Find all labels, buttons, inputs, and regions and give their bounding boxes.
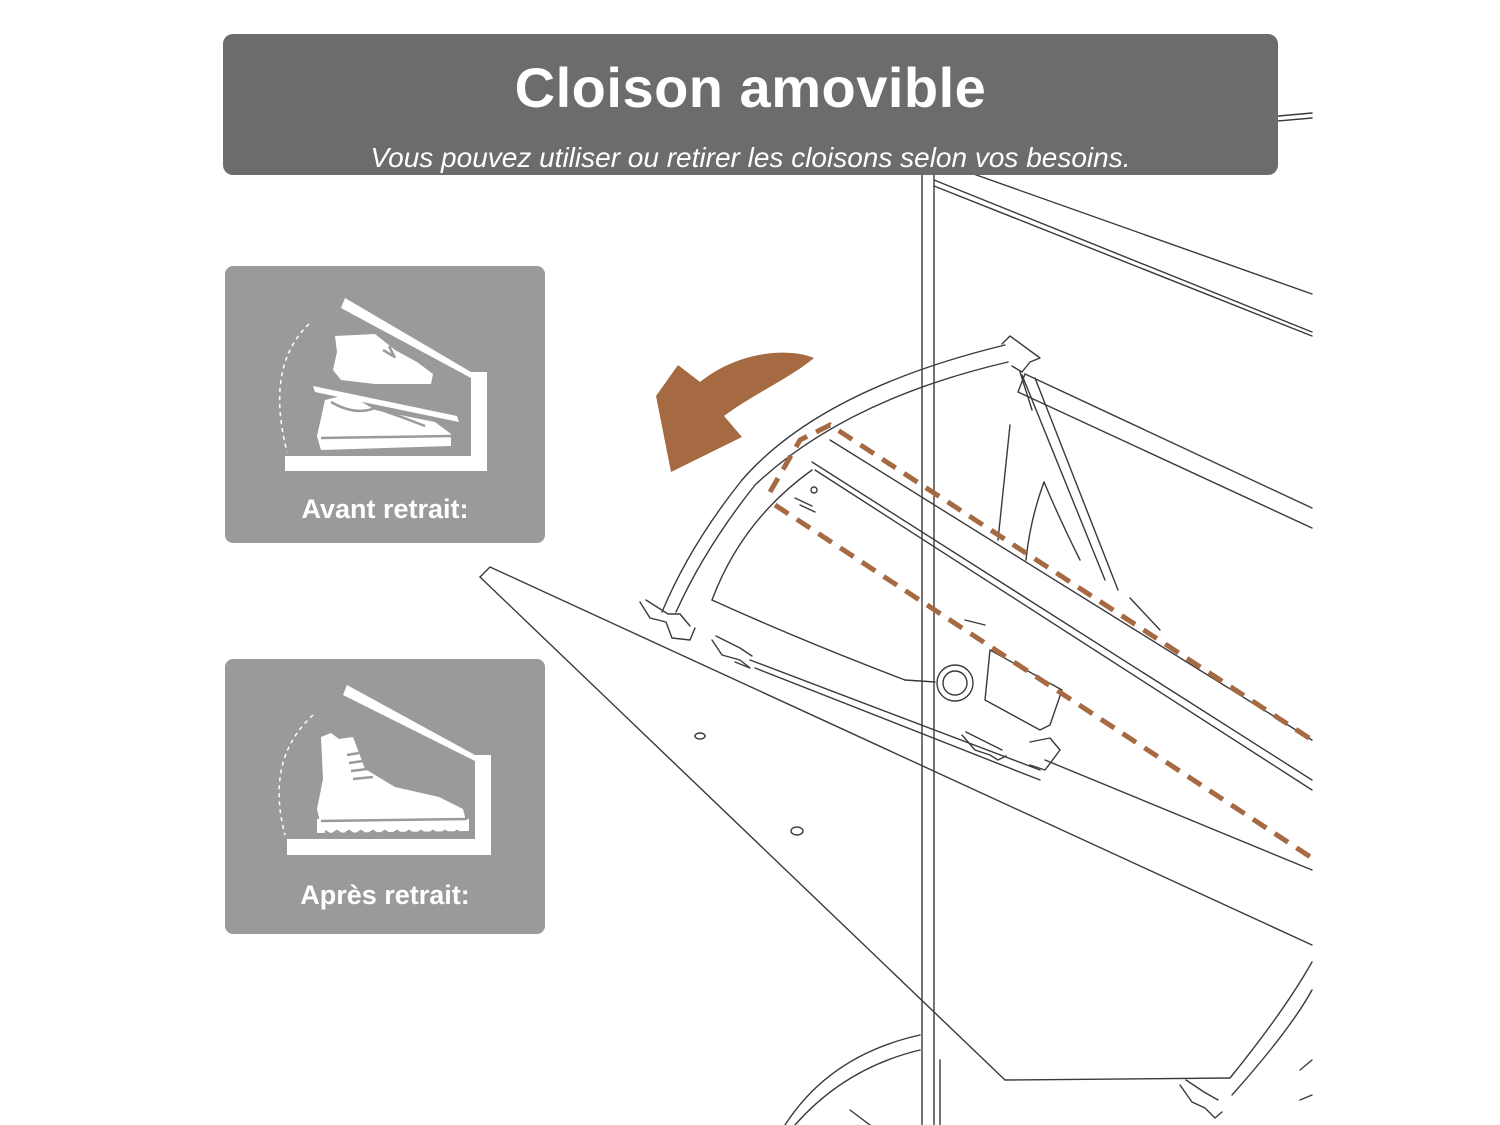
cabinet-side-panel (919, 112, 1313, 1125)
upper-shelf-board (1017, 373, 1313, 529)
lower-divider-frame (784, 961, 1313, 1125)
rotate-arrow-icon (656, 352, 814, 472)
shelf-board (479, 566, 1313, 1081)
hinge-clips (639, 599, 1223, 1119)
divider-position-dashes (767, 422, 1314, 861)
before-removal-panel: Avant retrait: (225, 266, 545, 543)
before-removal-label: Avant retrait: (301, 494, 469, 524)
flip-divider-frame (661, 335, 1313, 791)
after-removal-panel: Après retrait: (225, 659, 545, 934)
boot-icon (278, 685, 491, 855)
page-title: Cloison amovible (514, 56, 987, 119)
after-removal-label: Après retrait: (300, 880, 470, 910)
header-banner: Cloison amovible Vous pouvez utiliser ou… (223, 34, 1278, 175)
page-subtitle: Vous pouvez utiliser ou retirer les cloi… (370, 142, 1131, 173)
two-shoes-icon (278, 298, 487, 471)
